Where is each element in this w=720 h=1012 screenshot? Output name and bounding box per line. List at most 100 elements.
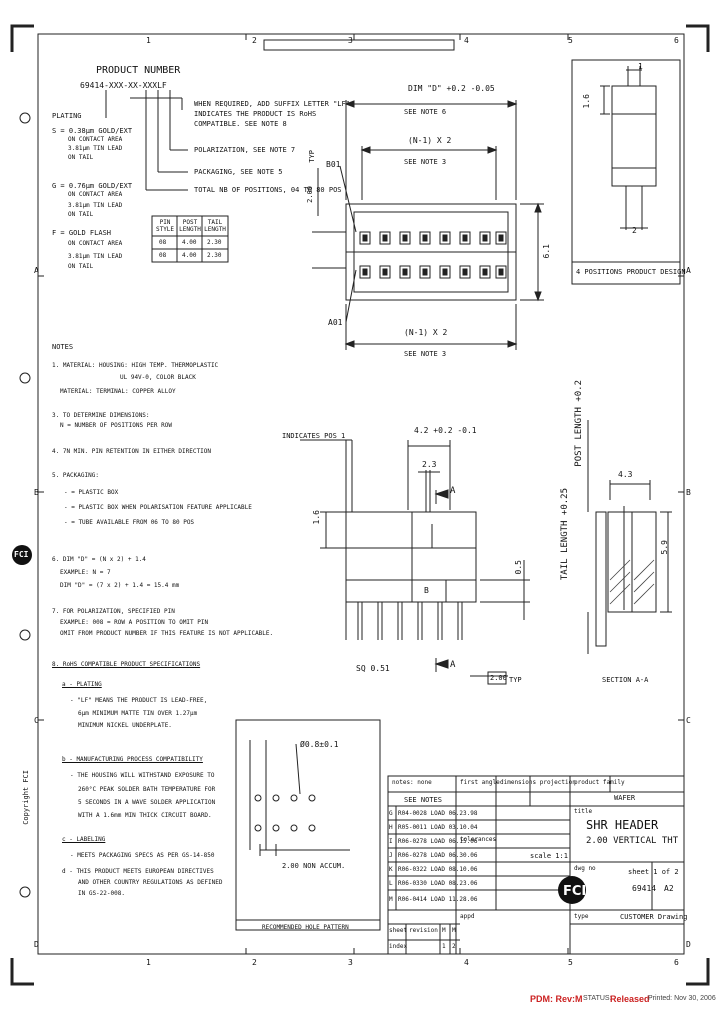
zone-left-b: B <box>34 488 39 497</box>
table-cell: 08 <box>159 239 167 246</box>
tb-sheet: sheet 1 of 2 <box>628 868 679 876</box>
note-8a: a - PLATING <box>62 681 102 688</box>
zone-top-5: 5 <box>568 36 573 45</box>
tb-tolerances: tolerances <box>460 836 497 843</box>
rev-letter: I <box>389 838 393 845</box>
table-cell: 2.30 <box>207 252 222 259</box>
pitch-typ-label: TYP <box>509 676 522 684</box>
section-a-bottom-label: A <box>450 660 456 670</box>
plating-g-l4: ON TAIL <box>68 211 94 218</box>
contact-pin-core <box>498 268 504 276</box>
plating-s-l3: 3.81µm TIN LEAD <box>68 145 123 152</box>
zone-top-6: 6 <box>674 36 679 45</box>
zone-bottom-5: 5 <box>568 958 573 967</box>
rev-letter: J <box>389 852 393 859</box>
tb-type-value: CUSTOMER Drawing <box>620 913 688 921</box>
contact-pin <box>439 265 451 279</box>
plating-s-l4: ON TAIL <box>68 154 94 161</box>
note-1a: 1. MATERIAL: HOUSING: HIGH TEMP. THERMOP… <box>52 362 219 369</box>
tb-first-angle: first angle <box>460 779 500 786</box>
typ-label: TYP <box>308 150 316 163</box>
note-8b2: 260°C PEAK SOLDER BATH TEMPERATURE FOR <box>78 786 216 793</box>
contact-pin <box>459 231 471 245</box>
contact-pin-core <box>442 268 448 276</box>
zone-right-a: A <box>686 266 691 275</box>
zone-bottom-1: 1 <box>146 958 151 967</box>
contact-pin-core <box>382 268 388 276</box>
plating-g-l3: 3.81µm TIN LEAD <box>68 202 123 209</box>
b01-label: B01 <box>326 160 341 169</box>
note-8: 8. RoHS COMPATIBLE PRODUCT SPECIFICATION… <box>52 661 201 668</box>
tb-title-label: title <box>574 808 593 815</box>
note-5b: - = PLASTIC BOX WHEN POLARISATION FEATUR… <box>64 504 252 511</box>
product-number-code: 69414-XXX-XX-XXXLF <box>80 81 167 90</box>
packaging-note: PACKAGING, SEE NOTE 5 <box>194 168 283 176</box>
contact-pin-core <box>362 234 368 242</box>
pin-table-header-style: PIN STYLE <box>155 219 175 233</box>
plating-s-code: S = 0.38µm GOLD/EXT <box>52 127 133 135</box>
zone-right-c: C <box>686 716 691 725</box>
rev-desc: R06-0278 LOAD 06.30.06 <box>398 852 478 859</box>
zone-right-d: D <box>686 940 691 949</box>
sq-051-label: SQ 0.51 <box>356 664 390 673</box>
contact-pin <box>419 231 431 245</box>
hole-pattern-caption: RECOMMENDED HOLE PATTERN <box>262 924 349 931</box>
note-1c: MATERIAL: TERMINAL: COPPER ALLOY <box>60 388 176 395</box>
plating-heading: PLATING <box>52 112 82 120</box>
contact-pin-core <box>422 268 428 276</box>
four-pos-dim-2: 2 <box>632 226 637 235</box>
polarization-note: POLARIZATION, SEE NOTE 7 <box>194 146 296 154</box>
rev-desc: R06-0322 LOAD 08.10.06 <box>398 866 478 873</box>
tb-title-2: 2.00 VERTICAL THT <box>586 836 679 846</box>
four-pos-caption: 4 POSITIONS PRODUCT DESIGN <box>576 268 686 276</box>
fci-side-logo: FCI <box>14 550 29 559</box>
contact-pin-core <box>498 234 504 242</box>
contact-pin <box>439 231 451 245</box>
pin-table-header-tail: TAIL LENGTH <box>204 219 226 233</box>
contact-pin <box>399 231 411 245</box>
zone-left-c: C <box>34 716 39 725</box>
tail-length-label: TAIL LENGTH +0.25 <box>560 488 570 581</box>
contact-pin <box>399 265 411 279</box>
copyright-label: Copyright FCI <box>22 770 30 825</box>
section-aa-caption: SECTION A-A <box>602 676 649 684</box>
contact-pin <box>495 265 507 279</box>
tb-sheet-num-2: 2 <box>452 943 456 950</box>
zone-bottom-4: 4 <box>464 958 469 967</box>
rev-letter: M <box>389 896 393 903</box>
rev-letter: L <box>389 880 393 887</box>
section-a-top-label: A <box>450 486 456 496</box>
note-8a3: MINIMUM NICKEL UNDERPLATE. <box>78 722 172 729</box>
post-length-label: POST LENGTH +0.2 <box>574 380 584 467</box>
zone-top-4: 4 <box>464 36 469 45</box>
table-cell: 2.30 <box>207 239 222 246</box>
contact-pin-core <box>402 234 408 242</box>
note-8b3: 5 SECONDS IN A WAVE SOLDER APPLICATION <box>78 799 216 806</box>
note-3b: N = NUMBER OF POSITIONS PER ROW <box>60 422 172 429</box>
width-42-label: 4.2 +0.2 -0.1 <box>414 426 477 435</box>
rev-desc: R06-0278 LOAD 06.15.06 <box>398 838 478 845</box>
zone-left-d: D <box>34 940 39 949</box>
note-8c: c - LABELING <box>62 836 106 843</box>
note-7c: OMIT FROM PRODUCT NUMBER IF THIS FEATURE… <box>60 630 274 637</box>
plating-g-code: G = 0.76µm GOLD/EXT <box>52 182 133 190</box>
height-05-label: 0.5 <box>514 560 523 575</box>
tb-projection: dimensions projection <box>500 779 576 786</box>
lf-note-3: COMPATIBLE. SEE NOTE 8 <box>194 120 287 128</box>
product-number-heading: PRODUCT NUMBER <box>96 65 181 76</box>
height-16-label: 1.6 <box>312 510 321 525</box>
zone-bottom-6: 6 <box>674 958 679 967</box>
lf-note-1: WHEN REQUIRED, ADD SUFFIX LETTER "LF" <box>194 100 350 108</box>
footer-printed: Printed: Nov 30, 2006 <box>648 995 716 1002</box>
tb-family-label: product family <box>574 779 625 786</box>
contact-pin-core <box>462 268 468 276</box>
note-8b1: - THE HOUSING WILL WITHSTAND EXPOSURE TO <box>70 772 215 779</box>
see-note-3-top-label: SEE NOTE 3 <box>404 158 447 166</box>
table-cell: 4.00 <box>182 239 197 246</box>
rev-desc: R06-0330 LOAD 08.23.06 <box>398 880 478 887</box>
height-59-label: 5.9 <box>660 540 669 555</box>
zone-right-b: B <box>686 488 691 497</box>
tb-type-label: type <box>574 913 589 920</box>
note-8d2: AND OTHER COUNTRY REGULATIONS AS DEFINED <box>78 879 223 886</box>
